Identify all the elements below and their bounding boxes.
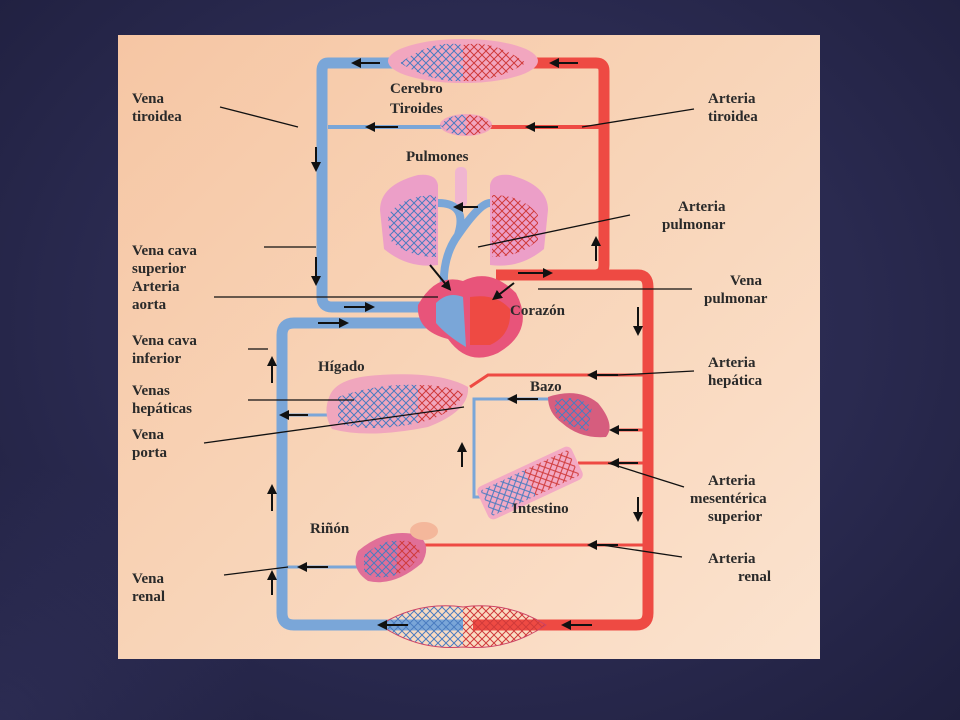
svg-text:Vena: Vena [132,571,164,587]
label-vena-pulmonar: Vena pulmonar [704,273,768,307]
svg-text:inferior: inferior [132,351,181,367]
svg-text:Vena: Vena [132,427,164,443]
aorta-descending-vessel [473,269,654,631]
svg-text:tiroidea: tiroidea [708,109,758,125]
cerebro-label: Cerebro [390,81,443,97]
svg-text:Venas: Venas [132,383,170,399]
svg-text:Vena: Vena [730,273,762,289]
svg-text:Vena: Vena [132,91,164,107]
pulmones-organ [380,167,548,266]
svg-text:mesentérica: mesentérica [690,491,767,507]
svg-text:tiroidea: tiroidea [132,109,182,125]
capilares-inferiores-organ [379,605,547,648]
cerebro-organ [388,39,538,83]
svg-text:renal: renal [132,589,165,605]
svg-text:porta: porta [132,445,167,461]
pulmones-label: Pulmones [406,149,469,165]
svg-text:hepática: hepática [708,373,763,389]
label-arteria-hepatica: Arteria hepática [708,355,763,389]
tiroides-organ [440,114,492,136]
circulation-diagram-panel: Cerebro Tiroides Pulmones Corazón Hígado… [118,35,820,659]
rinon-organ [355,522,438,583]
svg-text:superior: superior [708,509,763,525]
label-arteria-pulmonar: Arteria pulmonar [662,199,726,233]
svg-text:Arteria: Arteria [708,551,756,567]
label-arteria-renal: Arteria renal [708,551,771,585]
leader-lines [203,106,695,576]
svg-text:renal: renal [738,569,771,585]
svg-text:Vena cava: Vena cava [132,243,197,259]
svg-text:pulmonar: pulmonar [704,291,768,307]
svg-text:Arteria: Arteria [708,355,756,371]
label-arteria-tiroidea: Arteria tiroidea [708,91,758,125]
circulation-diagram: Cerebro Tiroides Pulmones Corazón Hígado… [132,39,771,648]
label-vena-renal: Vena renal [132,571,165,605]
label-vena-tiroidea: Vena tiroidea [132,91,182,125]
bazo-label: Bazo [530,379,562,395]
svg-text:aorta: aorta [132,297,167,313]
svg-text:Arteria: Arteria [132,279,180,295]
label-venas-hepaticas: Venas hepáticas [132,383,192,417]
label-vena-cava-superior: Vena cava superior [132,243,197,277]
svg-text:Arteria: Arteria [708,91,756,107]
svg-text:hepáticas: hepáticas [132,401,192,417]
svg-text:superior: superior [132,261,187,277]
corazon-label: Corazón [510,303,566,319]
label-arteria-aorta: Arteria aorta [132,279,180,313]
higado-label: Hígado [318,359,365,375]
vena-cava-inferior-vessel [276,317,463,631]
vena-cava-superior-vessel [316,57,438,313]
rinon-label: Riñón [310,521,350,537]
label-vena-cava-inferior: Vena cava inferior [132,333,197,367]
svg-text:Arteria: Arteria [708,473,756,489]
label-arteria-mesenterica-superior: Arteria mesentérica superior [690,473,767,525]
intestino-label: Intestino [512,501,569,517]
svg-text:Arteria: Arteria [678,199,726,215]
higado-organ [326,374,469,434]
bazo-organ [548,393,610,438]
label-vena-porta: Vena porta [132,427,167,461]
svg-text:Vena cava: Vena cava [132,333,197,349]
intestino-organ [477,446,583,520]
svg-text:pulmonar: pulmonar [662,217,726,233]
tiroides-label: Tiroides [390,101,443,117]
flow-arrows [267,58,643,630]
